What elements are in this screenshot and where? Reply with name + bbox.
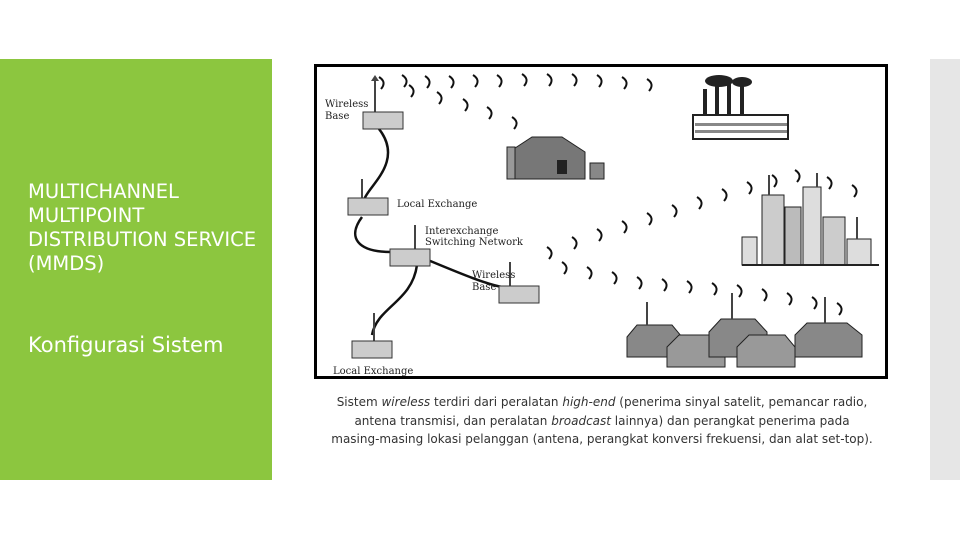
station-interexchange	[389, 225, 431, 267]
label-interexchange-1: Interexchange	[425, 226, 499, 237]
label-wireless-base-top-2: Base	[325, 111, 349, 122]
network-diagram: Wireless Base Local Exchange Interexchan…	[314, 64, 888, 379]
label-wireless-base-mid-2: Base	[472, 282, 496, 293]
caption-text-1: Sistem	[336, 395, 382, 409]
factory-building	[692, 75, 789, 140]
label-interexchange-2: Switching Network	[425, 237, 524, 248]
title-panel	[0, 59, 272, 480]
caption-emphasis-wireless: wireless	[381, 395, 431, 409]
label-local-exchange-top: Local Exchange	[397, 199, 477, 210]
station-wireless-base-mid	[498, 262, 540, 304]
city-skyline	[741, 173, 879, 266]
slide-subtitle: Konfigurasi Sistem	[28, 333, 224, 357]
slide-title: MULTICHANNEL MULTIPOINT DISTRIBUTION SER…	[28, 180, 257, 275]
label-wireless-base-mid-1: Wireless	[472, 270, 515, 281]
diagram-svg: Wireless Base Local Exchange Interexchan…	[325, 73, 879, 376]
caption-emphasis-broadcast: broadcast	[551, 413, 611, 428]
diagram-caption: Sistem wireless terdiri dari peralatan h…	[330, 393, 874, 449]
station-wireless-base-top	[362, 75, 404, 130]
barn-building	[506, 136, 605, 180]
label-wireless-base-top-1: Wireless	[325, 99, 368, 110]
caption-emphasis-high-end: high-end	[562, 395, 616, 409]
radio-waves	[378, 73, 858, 316]
station-local-exchange-bottom	[351, 313, 393, 359]
houses	[626, 293, 863, 368]
caption-text-3: (penerima sinyal satelit, pemancar radio…	[354, 395, 868, 428]
station-local-exchange-top	[347, 179, 389, 216]
label-local-exchange-bottom: Local Exchange	[333, 366, 413, 376]
caption-text-4: lainnya) dan perangkat penerima pada mas…	[331, 413, 873, 447]
side-strip	[930, 59, 960, 480]
caption-text-2: terdiri dari peralatan	[430, 395, 563, 409]
